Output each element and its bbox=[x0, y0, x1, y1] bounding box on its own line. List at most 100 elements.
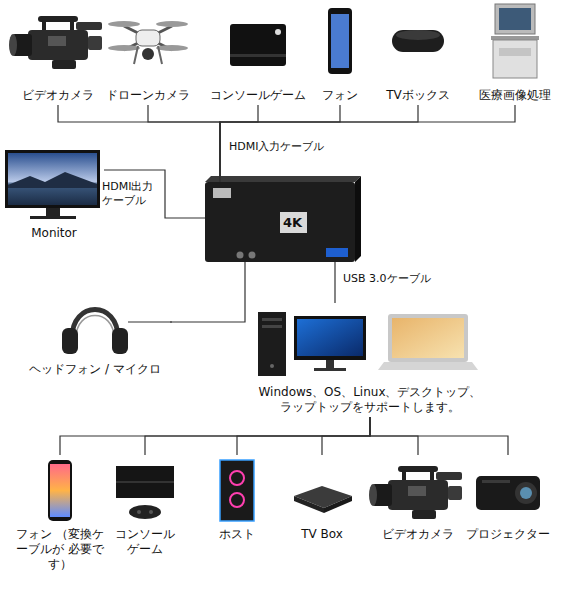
projector-icon bbox=[520, 487, 532, 499]
icon-space bbox=[115, 455, 175, 523]
phone-icon bbox=[48, 460, 72, 521]
phone-icon bbox=[50, 464, 70, 517]
icon-space bbox=[289, 455, 355, 523]
icon-space bbox=[464, 455, 552, 523]
cable-line bbox=[334, 262, 335, 303]
device-label: ヘッドフォン / マイクロ bbox=[29, 362, 161, 377]
icon-space bbox=[22, 288, 168, 358]
icon-space bbox=[208, 4, 308, 84]
cable-label-holder: USB 3.0ケーブル bbox=[342, 272, 432, 286]
console-icon bbox=[137, 510, 141, 514]
device-label: TVボックス bbox=[386, 88, 450, 103]
computers-icon bbox=[258, 312, 478, 376]
device-box: 医療画像処理 bbox=[475, 4, 555, 105]
cable-line bbox=[370, 417, 508, 455]
medical-device-icon bbox=[499, 48, 531, 56]
console-icon bbox=[230, 24, 286, 66]
icon-space bbox=[209, 455, 265, 523]
medical-device-icon bbox=[493, 40, 537, 78]
drone-icon bbox=[108, 21, 140, 27]
medical-device-icon bbox=[491, 36, 539, 40]
headphones-icon bbox=[112, 328, 128, 354]
icon-space bbox=[20, 4, 96, 84]
device-label: TV Box bbox=[301, 527, 343, 542]
device-label: Windows、OS、Linux、デスクトップ、 ラップトップをサポートします。 bbox=[255, 385, 485, 415]
cable-line bbox=[145, 417, 370, 455]
tv-box-icon bbox=[392, 30, 444, 52]
cable-line bbox=[60, 417, 370, 455]
icon-space bbox=[477, 4, 553, 84]
cable-label-holder: HDMI出力 ケーブル bbox=[101, 180, 161, 208]
device-label: フォン （変換ケーブルが 必要です） bbox=[12, 527, 108, 572]
headphones-icon bbox=[62, 310, 172, 355]
cable-label: USB 3.0ケーブル bbox=[342, 272, 432, 286]
drone-icon bbox=[158, 46, 162, 64]
projector-icon bbox=[482, 480, 510, 483]
cable-label-holder: HDMI入力ケーブル bbox=[228, 140, 325, 154]
logo-text: 4K bbox=[283, 215, 302, 230]
drone-icon bbox=[142, 48, 154, 60]
cable-line bbox=[237, 417, 370, 455]
monitor-icon bbox=[5, 150, 100, 208]
device-label: コンソールゲーム bbox=[210, 88, 306, 103]
capture-card-body bbox=[249, 252, 256, 259]
console-icon bbox=[116, 466, 174, 519]
device-box: コンソールゲーム bbox=[206, 4, 310, 105]
device-box: ビデオカメラ bbox=[18, 4, 98, 105]
tv-box-icon bbox=[392, 30, 444, 52]
computers-icon bbox=[294, 316, 366, 360]
device-label: 医療画像処理 bbox=[479, 88, 551, 103]
monitor-icon bbox=[30, 216, 76, 219]
tv-box-icon bbox=[294, 496, 324, 513]
icon-space bbox=[6, 146, 102, 222]
tv-box-icon bbox=[324, 496, 352, 513]
computers-icon bbox=[388, 314, 468, 362]
cable-line bbox=[220, 105, 418, 182]
video-camera-icon bbox=[369, 466, 462, 519]
pc-tower-icon bbox=[230, 471, 244, 485]
device-box: ビデオカメラ bbox=[378, 455, 458, 544]
device-box: TV Box bbox=[287, 455, 357, 544]
capture-card-body bbox=[205, 182, 355, 262]
icon-space bbox=[380, 4, 456, 84]
device-box: フォン （変換ケーブルが 必要です） bbox=[10, 455, 110, 574]
medical-device-icon bbox=[495, 4, 535, 34]
computer-box: Windows、OS、Linux、デスクトップ、 ラップトップをサポートします。 bbox=[253, 303, 487, 417]
device-label: コンソール ゲーム bbox=[115, 527, 175, 557]
projector-icon bbox=[476, 476, 540, 510]
capture-card: 4K bbox=[205, 182, 355, 262]
tv-box-icon bbox=[396, 30, 440, 40]
video-camera-icon bbox=[9, 16, 102, 69]
console-icon bbox=[275, 29, 281, 35]
headphones-icon bbox=[72, 310, 118, 339]
console-icon bbox=[230, 54, 286, 57]
capture-card-body bbox=[237, 252, 244, 259]
capture-card-body bbox=[205, 176, 361, 262]
computers-icon bbox=[297, 319, 363, 356]
monitor-icon bbox=[5, 150, 100, 219]
drone-icon bbox=[156, 45, 188, 51]
monitor-icon bbox=[46, 208, 60, 216]
capture-card-body bbox=[213, 188, 231, 198]
console-icon bbox=[116, 481, 174, 483]
connector-group bbox=[58, 105, 515, 455]
device-label: フォン bbox=[322, 88, 358, 103]
projector-icon bbox=[476, 476, 540, 510]
monitor-box: Monitor bbox=[4, 146, 104, 243]
device-label: Monitor bbox=[31, 226, 77, 241]
icon-space bbox=[104, 4, 192, 84]
cable-line bbox=[220, 105, 340, 182]
computers-icon bbox=[326, 360, 334, 368]
headphones-icon bbox=[76, 316, 114, 339]
headphones-icon bbox=[128, 321, 172, 322]
medical-device-icon bbox=[499, 8, 531, 30]
phone-icon bbox=[328, 8, 352, 74]
computers-icon bbox=[314, 368, 346, 371]
drone-icon bbox=[156, 21, 188, 27]
monitor-icon bbox=[8, 172, 97, 188]
drone-icon bbox=[136, 30, 160, 46]
phone-icon bbox=[331, 14, 349, 68]
console-icon bbox=[129, 505, 161, 519]
computers-icon bbox=[262, 325, 282, 328]
